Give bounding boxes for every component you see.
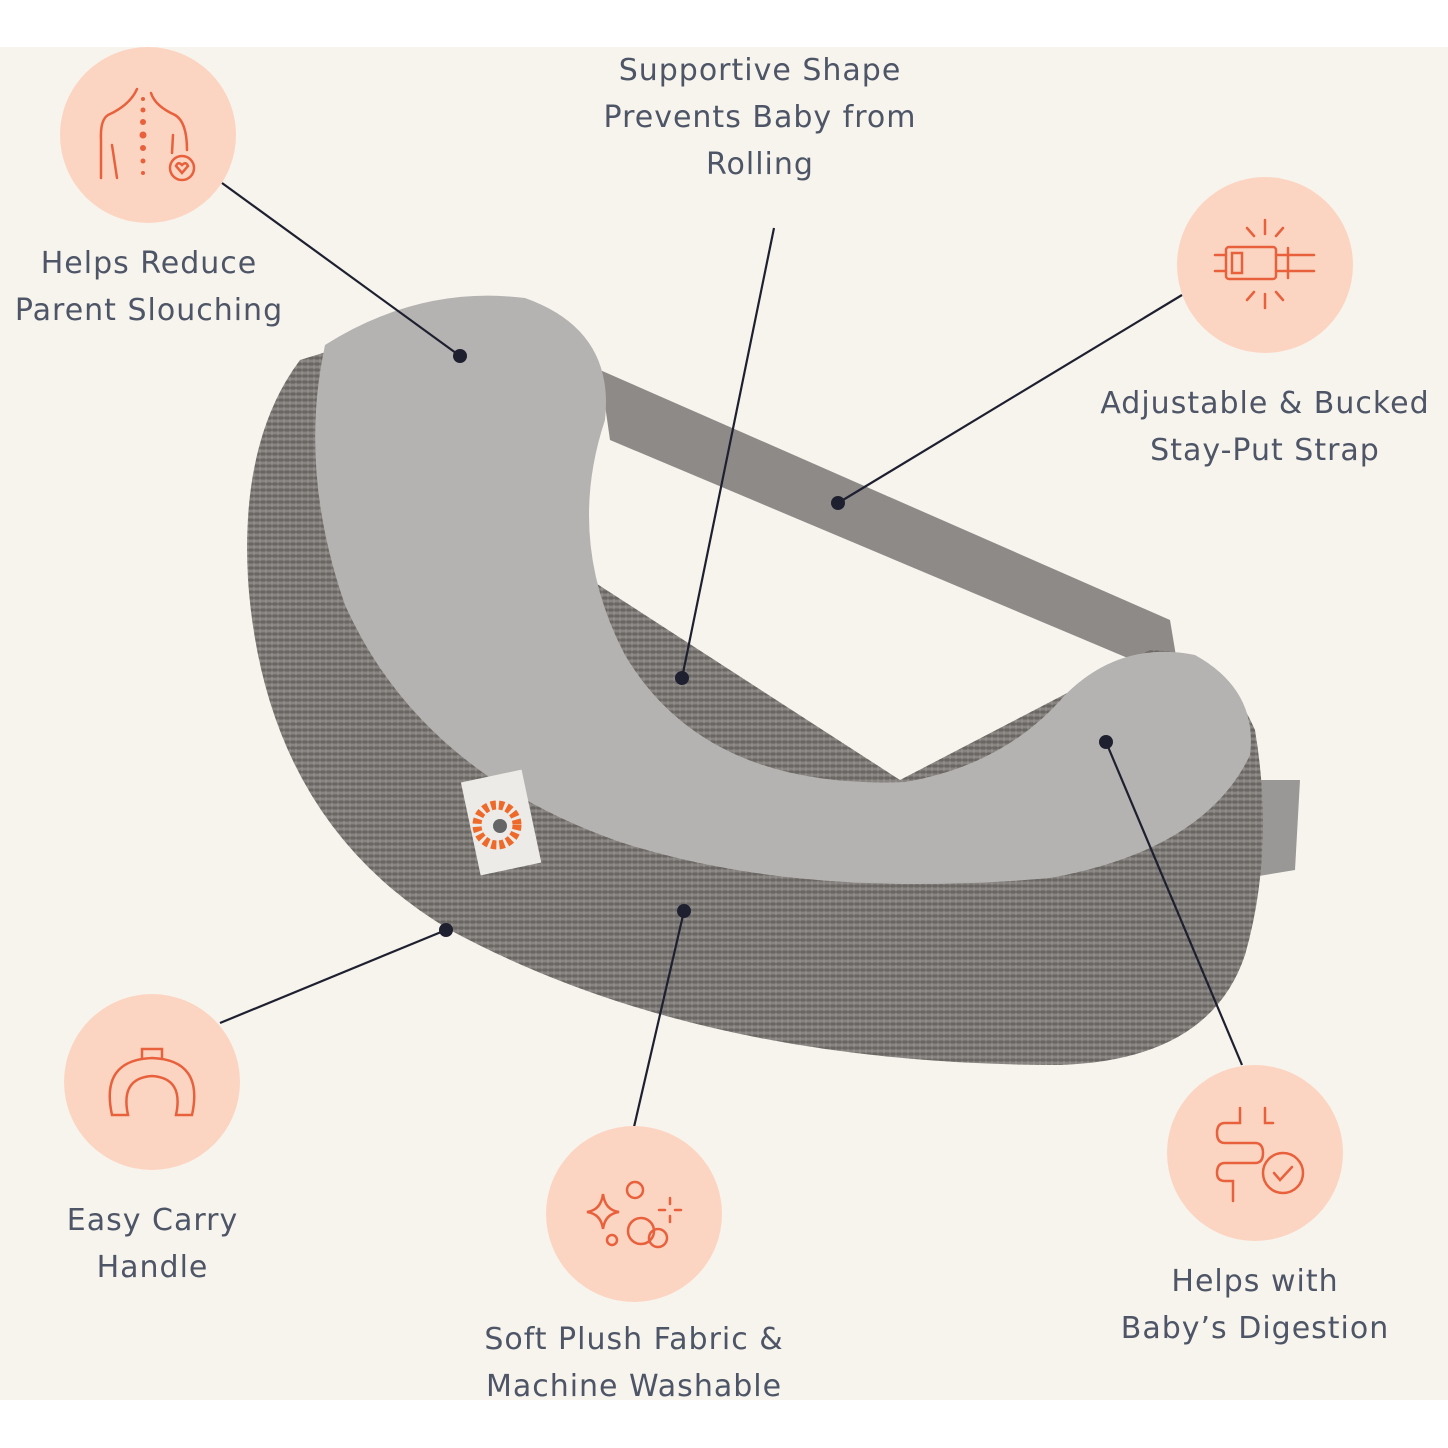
bubbles-sparkle-icon: [586, 1180, 683, 1249]
callout-dot: [453, 349, 467, 363]
pillow-top: [315, 295, 1251, 885]
feature-label-plush-fabric: Soft Plush Fabric & Machine Washable: [444, 1316, 824, 1410]
buckle-strap-icon: [1213, 218, 1316, 310]
label-line: Soft Plush Fabric &: [484, 1322, 784, 1357]
intestine-check-icon: [1215, 1106, 1305, 1203]
strap: [600, 370, 1180, 680]
callout-dot: [439, 923, 453, 937]
nursing-pillow-image: [247, 295, 1300, 1065]
label-line: Supportive Shape: [618, 53, 902, 88]
feature-label-supportive-shape: Supportive Shape Prevents Baby from Roll…: [560, 47, 960, 188]
label-line: Adjustable & Bucked: [1100, 386, 1430, 421]
callout-dot: [677, 904, 691, 918]
label-line: Prevents Baby from: [603, 100, 917, 135]
label-line: Helps Reduce: [40, 246, 258, 281]
callout-dot: [1099, 735, 1113, 749]
feature-label-carry-handle: Easy Carry Handle: [20, 1197, 285, 1291]
posture-spine-heart-icon: [99, 87, 196, 182]
leader-lines: [219, 182, 1244, 1128]
carry-handle-pillow-icon: [108, 1047, 196, 1117]
label-line: Rolling: [706, 147, 814, 182]
label-line: Helps with: [1171, 1264, 1339, 1299]
label-line: Machine Washable: [485, 1369, 783, 1404]
callout-dot: [831, 496, 845, 510]
label-line: Baby’s Digestion: [1120, 1311, 1390, 1346]
feature-label-digestion: Helps with Baby’s Digestion: [1090, 1258, 1420, 1352]
callout-dot: [675, 671, 689, 685]
feature-label-slouching: Helps Reduce Parent Slouching: [0, 240, 298, 334]
label-line: Parent Slouching: [14, 293, 284, 328]
feature-label-strap: Adjustable & Bucked Stay-Put Strap: [1080, 380, 1448, 474]
label-line: Easy Carry: [66, 1203, 239, 1238]
label-line: Stay-Put Strap: [1150, 433, 1380, 468]
label-line: Handle: [96, 1250, 209, 1285]
